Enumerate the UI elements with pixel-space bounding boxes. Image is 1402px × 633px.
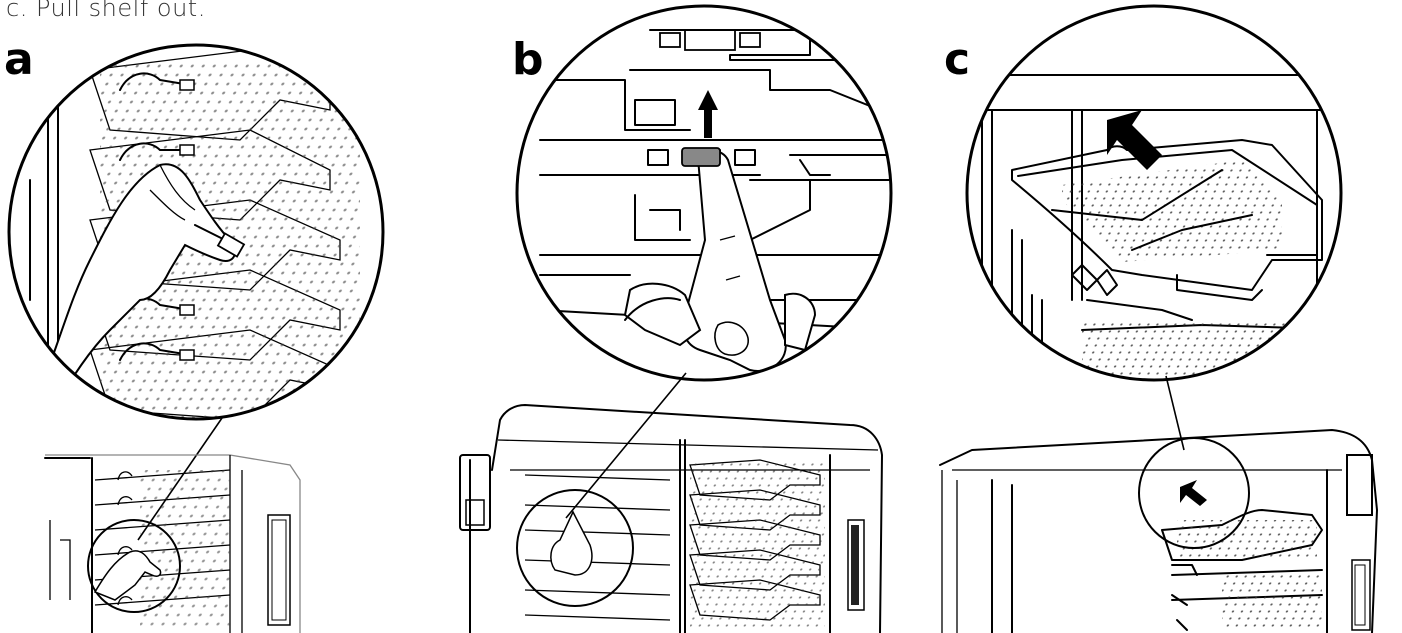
panel-b-illustration (459, 4, 893, 633)
cart-illustration-c (939, 429, 1378, 633)
panel-label-c: c (944, 34, 971, 85)
arrow-icon-small (1180, 480, 1207, 506)
instruction-caption: c. Pull shelf out. (6, 0, 206, 22)
cart-illustration-a (44, 454, 301, 633)
shelf-pulled-zoom (1011, 139, 1323, 301)
cart-illustration-b (459, 404, 883, 633)
panel-label-a: a (4, 34, 34, 85)
hand-icon-small (93, 550, 162, 601)
finger-press-small (550, 510, 593, 576)
cable-connectors-zoom (119, 72, 195, 361)
arrow-icon (1107, 110, 1162, 170)
arrow-icon (698, 90, 718, 138)
panel-a-illustration (7, 43, 385, 633)
panel-label-b: b (512, 34, 544, 85)
finger-press (623, 149, 817, 372)
hand-icon (38, 163, 246, 402)
panel-c-illustration (939, 4, 1378, 633)
shelf-latch-button (681, 147, 721, 167)
